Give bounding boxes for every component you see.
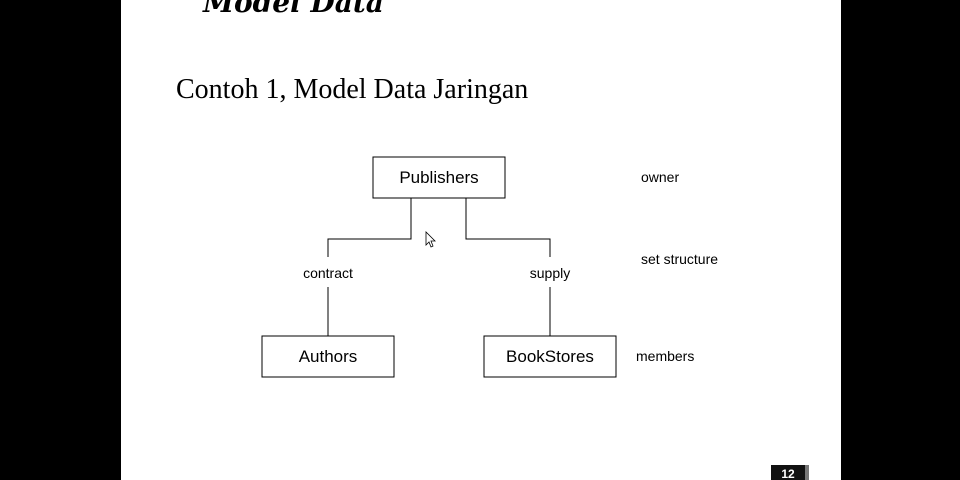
node-authors: Authors (261, 335, 395, 378)
note-set-structure: set structure (641, 251, 718, 267)
edge-label-contract: contract (303, 265, 353, 281)
node-authors-label: Authors (299, 347, 358, 366)
note-members: members (636, 348, 694, 364)
note-owner: owner (641, 169, 679, 185)
slide-number-badge: 12 (771, 465, 809, 480)
presentation-slide: Model Data Contoh 1, Model Data Jaringan… (121, 0, 841, 480)
connector-publishers-bookstores (465, 198, 551, 257)
node-publishers-label: Publishers (399, 168, 478, 187)
connector-publishers-authors (327, 198, 412, 257)
node-bookstores: BookStores (483, 335, 617, 378)
slide-subtitle: Contoh 1, Model Data Jaringan (176, 74, 529, 105)
edge-label-supply: supply (530, 265, 570, 281)
mouse-pointer-icon (425, 231, 436, 248)
network-data-model-diagram: Publishers Authors BookStores contract s… (261, 156, 718, 378)
node-bookstores-label: BookStores (506, 347, 594, 366)
node-publishers: Publishers (372, 156, 506, 199)
slide-heading: Model Data (203, 0, 384, 19)
node-bookstores-box (483, 335, 617, 378)
node-publishers-box (372, 156, 506, 199)
node-authors-box (261, 335, 395, 378)
